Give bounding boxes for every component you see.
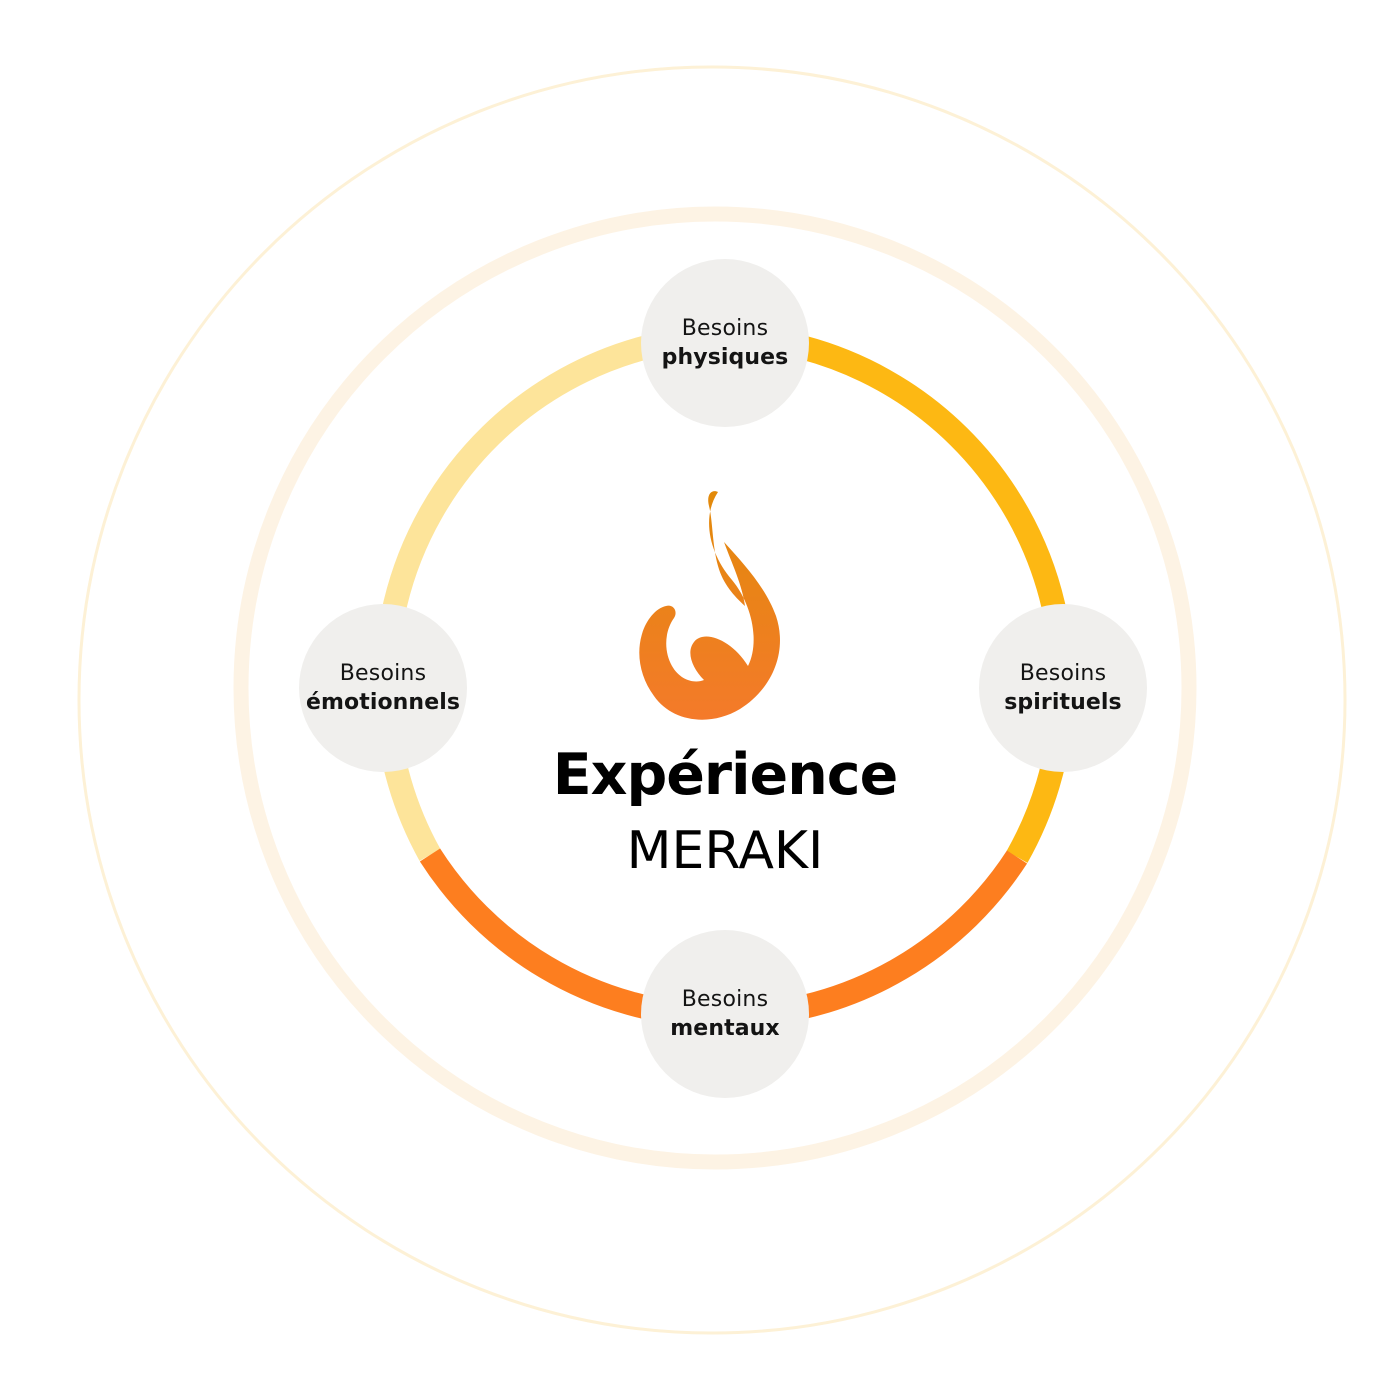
node-mental-needs: Besoins mentaux	[641, 930, 809, 1098]
node-spiritual-needs: Besoins spirituels	[979, 604, 1147, 772]
node-label-line1: Besoins	[681, 987, 769, 1012]
center-title: Expérience	[552, 742, 899, 808]
node-emotional-needs: Besoins émotionnels	[299, 604, 467, 772]
flame-icon	[639, 491, 780, 720]
node-label-line2: spirituels	[1004, 690, 1122, 715]
node-label-line2: émotionnels	[305, 690, 461, 715]
node-physical-needs: Besoins physiques	[641, 259, 809, 427]
node-label-line1: Besoins	[1019, 661, 1107, 686]
node-label-line1: Besoins	[681, 316, 769, 341]
center-subtitle: MERAKI	[626, 821, 824, 881]
outer-ring	[77, 65, 1347, 1335]
node-label-line1: Besoins	[339, 661, 427, 686]
node-label-line2: mentaux	[670, 1016, 780, 1041]
node-label-line2: physiques	[661, 345, 789, 370]
middle-ring	[233, 206, 1197, 1170]
